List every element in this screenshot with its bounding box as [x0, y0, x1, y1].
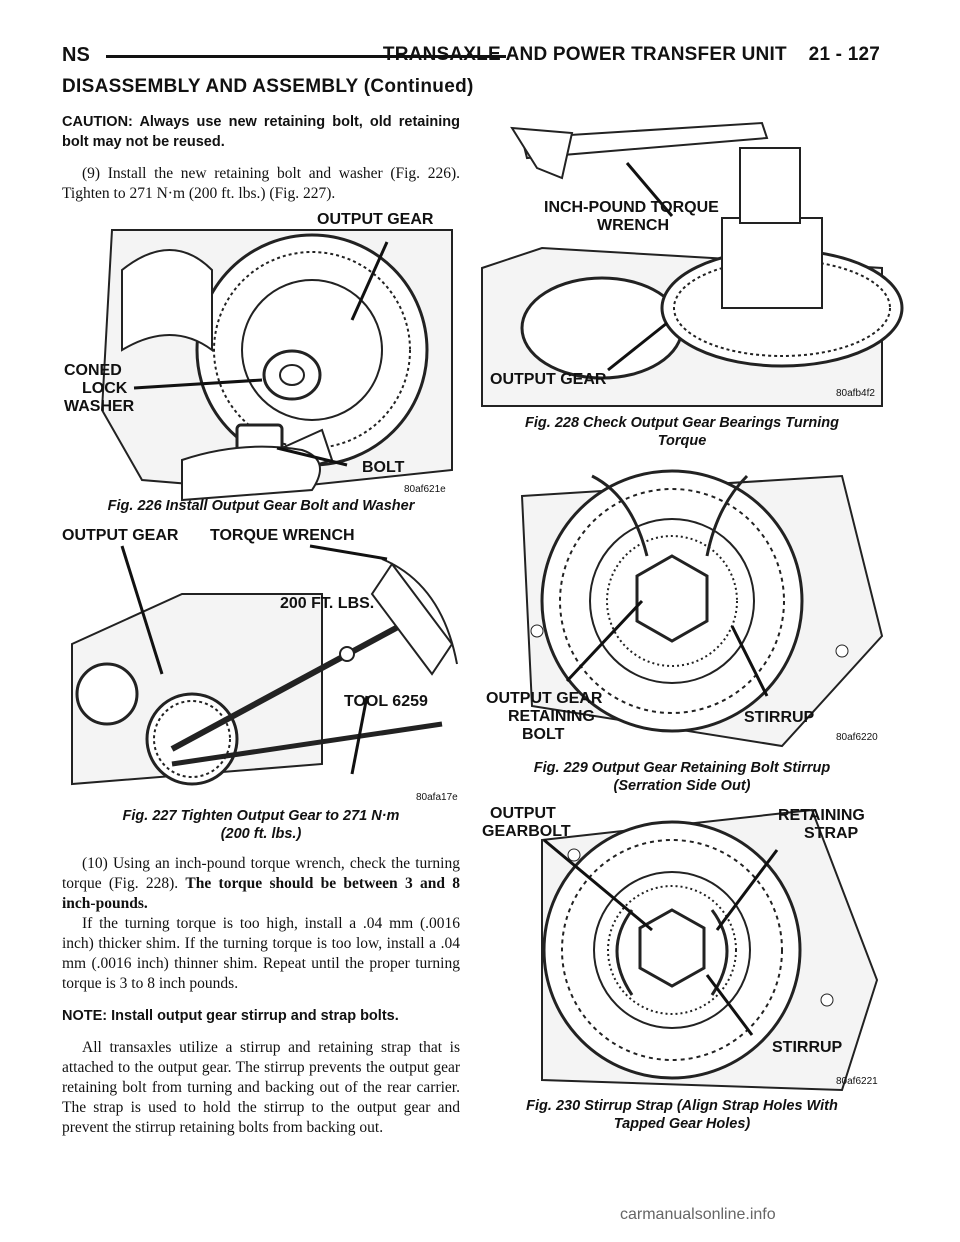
caption-fig-229: Fig. 229 Output Gear Retaining Bolt Stir… — [482, 759, 882, 795]
label-bolt: BOLT — [362, 459, 405, 476]
label-stirrup: STIRRUP — [744, 709, 815, 726]
label-lock: LOCK — [82, 380, 128, 397]
caption-line-2: Torque — [657, 433, 707, 449]
label-200-ft-lbs: 200 FT. LBS. — [280, 595, 374, 612]
caption-line-2: (Serration Side Out) — [613, 778, 751, 794]
figure-229-illustration: OUTPUT GEAR RETAINING BOLT STIRRUP 80af6… — [486, 469, 884, 748]
label-output-gear: OUTPUT GEAR — [317, 211, 434, 228]
shim-paragraph: If the turning torque is too high, insta… — [62, 915, 460, 992]
figure-code: 80afa17e — [416, 792, 458, 803]
step-10-bold: The torque should be between 3 and 8 inc… — [62, 875, 460, 912]
step-10-text: (10) Using an inch-pound torque wrench, … — [62, 855, 460, 892]
step-9: (9) Install the new retaining bolt and w… — [62, 165, 460, 202]
figure-226: OUTPUT GEAR CONED LOCK WASHER BOLT 80af6… — [62, 210, 460, 510]
caption-line-1: Fig. 227 Tighten Output Gear to 271 N·m — [122, 808, 400, 824]
label-washer: WASHER — [64, 398, 135, 415]
label-output-gear: OUTPUT GEAR — [62, 527, 179, 544]
caption-line-2: Tapped Gear Holes) — [613, 1116, 751, 1132]
section-title: DISASSEMBLY AND ASSEMBLY (Continued) — [62, 76, 474, 97]
label-stirrup: STIRRUP — [772, 1039, 843, 1056]
caption-fig-227: Fig. 227 Tighten Output Gear to 271 N·m … — [62, 807, 460, 843]
label-retaining: RETAINING — [778, 807, 865, 824]
stirrup-paragraph: All transaxles utilize a stirrup and ret… — [62, 1039, 460, 1136]
label-tool-6259: TOOL 6259 — [344, 693, 428, 710]
caption-fig-230: Fig. 230 Stirrup Strap (Align Strap Hole… — [482, 1097, 882, 1133]
caption-fig-228: Fig. 228 Check Output Gear Bearings Turn… — [482, 414, 882, 450]
figure-230: OUTPUT GEARBOLT RETAINING STRAP STIRRUP … — [482, 800, 882, 1092]
caption-line: Fig. 226 Install Output Gear Bolt and Wa… — [107, 498, 415, 514]
header-rule — [106, 55, 506, 58]
label-output: OUTPUT — [490, 805, 556, 822]
figure-230-illustration: OUTPUT GEARBOLT RETAINING STRAP STIRRUP … — [482, 805, 878, 1092]
header-title: TRANSAXLE AND POWER TRANSFER UNIT 21 - 1… — [382, 44, 880, 65]
label-inch-pound: INCH-POUND TORQUE — [544, 199, 719, 216]
figure-227-illustration: OUTPUT GEAR TORQUE WRENCH 200 FT. LBS. T… — [62, 527, 458, 803]
step-10: (10) Using an inch-pound torque wrench, … — [62, 854, 460, 914]
caution-note: CAUTION: Always use new retaining bolt, … — [62, 114, 460, 150]
label-retaining: RETAINING — [508, 708, 595, 725]
watermark: carmanualsonline.info — [620, 1206, 776, 1223]
figure-code: 80af621e — [404, 484, 446, 495]
caption-line-1: Fig. 230 Stirrup Strap (Align Strap Hole… — [526, 1098, 838, 1114]
caption-line-1: Fig. 228 Check Output Gear Bearings Turn… — [525, 415, 839, 431]
install-note: NOTE: Install output gear stirrup and st… — [62, 1008, 399, 1024]
figure-229: OUTPUT GEAR RETAINING BOLT STIRRUP 80af6… — [482, 456, 884, 748]
label-torque-wrench: TORQUE WRENCH — [210, 527, 355, 544]
label-bolt: BOLT — [522, 726, 565, 743]
page-header: NS TRANSAXLE AND POWER TRANSFER UNIT 21 … — [62, 44, 880, 78]
figure-code: 80af6221 — [836, 1076, 878, 1087]
label-output-gear: OUTPUT GEAR — [486, 690, 603, 707]
figure-228-illustration: INCH-POUND TORQUE WRENCH OUTPUT GEAR 80a… — [481, 121, 904, 407]
label-strap: STRAP — [804, 825, 859, 842]
caption-fig-226: Fig. 226 Install Output Gear Bolt and Wa… — [62, 497, 460, 515]
figure-227: OUTPUT GEAR TORQUE WRENCH 200 FT. LBS. T… — [62, 524, 460, 803]
figure-code: 80af6220 — [836, 732, 878, 743]
figure-228: INCH-POUND TORQUE WRENCH OUTPUT GEAR 80a… — [481, 108, 904, 407]
label-output-gear: OUTPUT GEAR — [490, 371, 607, 388]
left-column-bottom: (10) Using an inch-pound torque wrench, … — [62, 854, 460, 1150]
header-model: NS — [62, 44, 90, 66]
label-gearbolt: GEARBOLT — [482, 823, 571, 840]
caption-line-1: Fig. 229 Output Gear Retaining Bolt Stir… — [533, 760, 831, 776]
caption-line-2: (200 ft. lbs.) — [220, 826, 302, 842]
label-wrench: WRENCH — [597, 217, 669, 234]
left-column-top: CAUTION: Always use new retaining bolt, … — [62, 112, 460, 216]
label-coned: CONED — [64, 362, 122, 379]
figure-code: 80afb4f2 — [836, 388, 875, 399]
figure-226-illustration: OUTPUT GEAR CONED LOCK WASHER BOLT 80af6… — [64, 211, 453, 502]
